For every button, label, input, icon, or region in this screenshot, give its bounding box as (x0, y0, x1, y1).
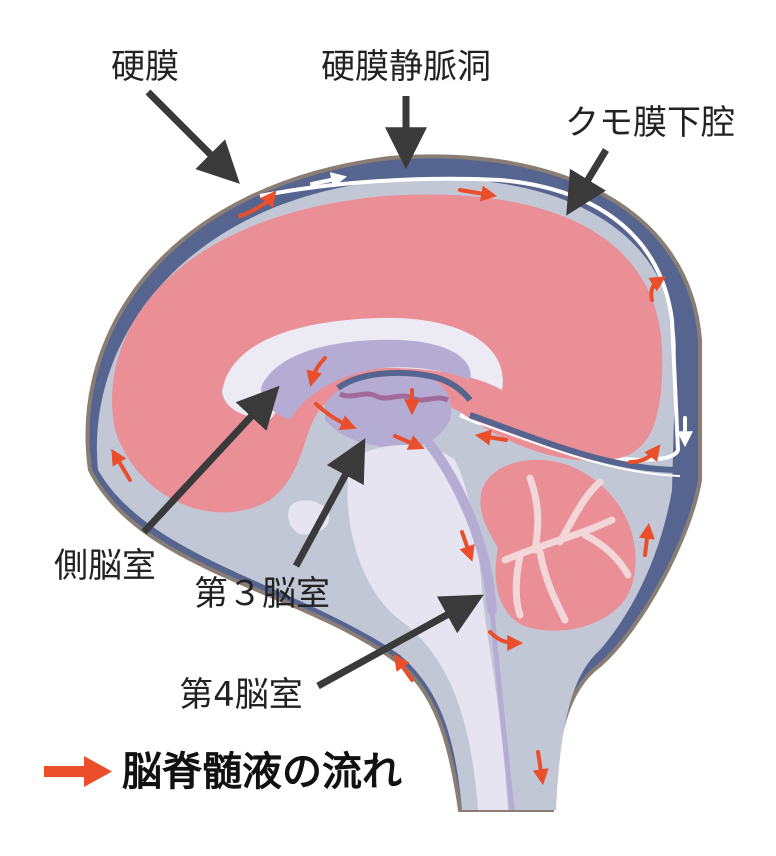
pointer-dura (145, 89, 240, 184)
flow-arrow (488, 630, 524, 651)
label-lateral-ventricle: 側脳室 (54, 546, 156, 586)
flow-arrow (393, 654, 414, 682)
flow-arrow (532, 750, 549, 786)
flow-arrow (639, 522, 655, 557)
flow-arrow (238, 190, 277, 218)
labels: 硬膜 硬膜静脈洞 クモ膜下腔 側脳室 第３脳室 第4脳室 (54, 47, 735, 715)
flow-arrow-white (310, 172, 348, 188)
flow-arrow (306, 356, 327, 387)
pointer-fourth-ventricle (316, 594, 484, 690)
legend: 脳脊髄液の流れ (44, 749, 402, 795)
orange-flow-arrow-icon (44, 756, 112, 787)
tentorium (468, 412, 681, 473)
flow-arrow (314, 402, 357, 431)
label-dural-sinus: 硬膜静脈洞 (321, 47, 491, 87)
flow-arrow (648, 276, 667, 302)
cerebellum-arbor (501, 474, 632, 624)
flow-arrow (111, 448, 132, 482)
pointer-lateral-ventricle (141, 385, 280, 535)
choroid-plexus (336, 369, 473, 402)
flow-arrow (474, 429, 508, 446)
csf-flow-arrows (111, 185, 667, 786)
pointer-third-ventricle (292, 438, 366, 568)
label-dura: 硬膜 (111, 47, 179, 87)
csf-absorption-arrows (310, 172, 693, 448)
flow-arrow (628, 444, 661, 464)
fourth-ventricle-shape (425, 440, 497, 615)
anatomy (85, 154, 702, 812)
flow-arrow (459, 530, 475, 562)
legend-text: 脳脊髄液の流れ (122, 749, 402, 795)
flow-arrow (458, 185, 498, 202)
label-third-ventricle: 第３脳室 (194, 574, 330, 614)
pointer-subarachnoid (566, 148, 609, 216)
pointer-arrows (141, 89, 609, 690)
label-subarachnoid: クモ膜下腔 (565, 103, 735, 143)
choroid-plexus-tuft (338, 391, 450, 403)
lateral-ventricle-shape (261, 339, 471, 420)
label-fourth-ventricle: 第4脳室 (179, 675, 303, 715)
flow-arrow (393, 434, 425, 450)
tentorium-edge (469, 419, 681, 477)
